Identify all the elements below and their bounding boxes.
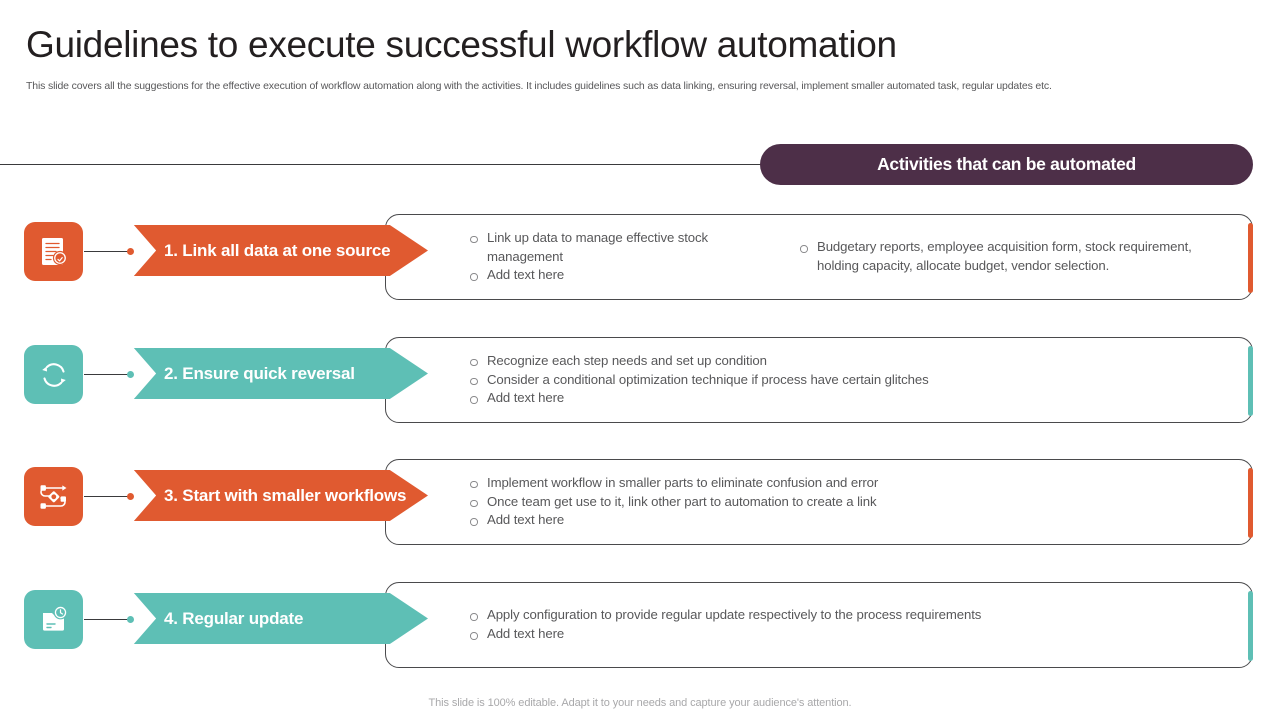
page-title: Guidelines to execute successful workflo… [26, 24, 897, 65]
bullet-item: Add text here [470, 389, 1190, 408]
guideline-arrow-banner[interactable]: 3. Start with smaller workflows [110, 470, 428, 521]
bullet-item: Add text here [470, 266, 760, 285]
guideline-connector-dot [127, 371, 134, 378]
card-accent-strip [1248, 591, 1253, 661]
activities-banner: Activities that can be automated [760, 144, 1253, 185]
bullet-column-left: Recognize each step needs and set up con… [470, 330, 1190, 430]
guideline-icon-tile [24, 467, 83, 526]
guideline-arrow-label: 3. Start with smaller workflows [164, 485, 407, 505]
document-update-icon [38, 604, 70, 636]
header-divider [0, 164, 775, 165]
guideline-row: 2. Ensure quick reversal Recognize each … [0, 330, 1280, 430]
guideline-connector-line [84, 619, 132, 620]
guideline-content-card [385, 459, 1253, 545]
guideline-connector-dot [127, 493, 134, 500]
card-accent-strip [1248, 346, 1253, 416]
bullet-item: Add text here [470, 511, 1190, 530]
workflow-diagram-icon [37, 481, 71, 513]
guideline-arrow-label: 4. Regular update [164, 608, 304, 628]
bullet-column-left: Implement workflow in smaller parts to e… [470, 452, 1190, 552]
guideline-content-card [385, 214, 1253, 300]
page-subtitle: This slide covers all the suggestions fo… [26, 80, 1052, 92]
footer-note: This slide is 100% editable. Adapt it to… [428, 697, 852, 709]
card-accent-strip [1248, 223, 1253, 293]
bullet-item: Link up data to manage effective stock m… [470, 229, 760, 267]
guideline-row: 3. Start with smaller workflows Implemen… [0, 452, 1280, 552]
guideline-arrow-label: 2. Ensure quick reversal [164, 363, 355, 383]
bullet-item: Apply configuration to provide regular u… [470, 606, 1190, 625]
bullet-item: Consider a conditional optimization tech… [470, 371, 1190, 390]
bullet-item: Add text here [470, 625, 1190, 644]
guideline-arrow-banner[interactable]: 1. Link all data at one source [110, 225, 428, 276]
guideline-connector-dot [127, 248, 134, 255]
guideline-connector-line [84, 496, 132, 497]
guideline-content-card [385, 337, 1253, 423]
bullet-item: Budgetary reports, employee acquisition … [800, 238, 1200, 276]
guideline-connector-dot [127, 616, 134, 623]
guideline-connector-line [84, 374, 132, 375]
guideline-row: 4. Regular update Apply configuration to… [0, 575, 1280, 675]
guideline-arrow-banner[interactable]: 4. Regular update [110, 593, 428, 644]
guideline-arrow-banner[interactable]: 2. Ensure quick reversal [110, 348, 428, 399]
guideline-icon-tile [24, 345, 83, 404]
bullet-item: Implement workflow in smaller parts to e… [470, 474, 1190, 493]
bullet-item: Once team get use to it, link other part… [470, 493, 1190, 512]
refresh-cycle-icon [38, 359, 70, 391]
guideline-row: 1. Link all data at one source Link up d… [0, 207, 1280, 307]
bullet-item: Recognize each step needs and set up con… [470, 352, 1190, 371]
bullet-column-right: Budgetary reports, employee acquisition … [800, 207, 1200, 307]
document-report-icon [39, 236, 69, 268]
card-accent-strip [1248, 468, 1253, 538]
guideline-connector-line [84, 251, 132, 252]
activities-banner-label: Activities that can be automated [877, 154, 1136, 174]
guideline-icon-tile [24, 590, 83, 649]
guideline-arrow-label: 1. Link all data at one source [164, 240, 391, 260]
bullet-column-left: Link up data to manage effective stock m… [470, 207, 760, 307]
bullet-column-left: Apply configuration to provide regular u… [470, 575, 1190, 675]
guideline-icon-tile [24, 222, 83, 281]
